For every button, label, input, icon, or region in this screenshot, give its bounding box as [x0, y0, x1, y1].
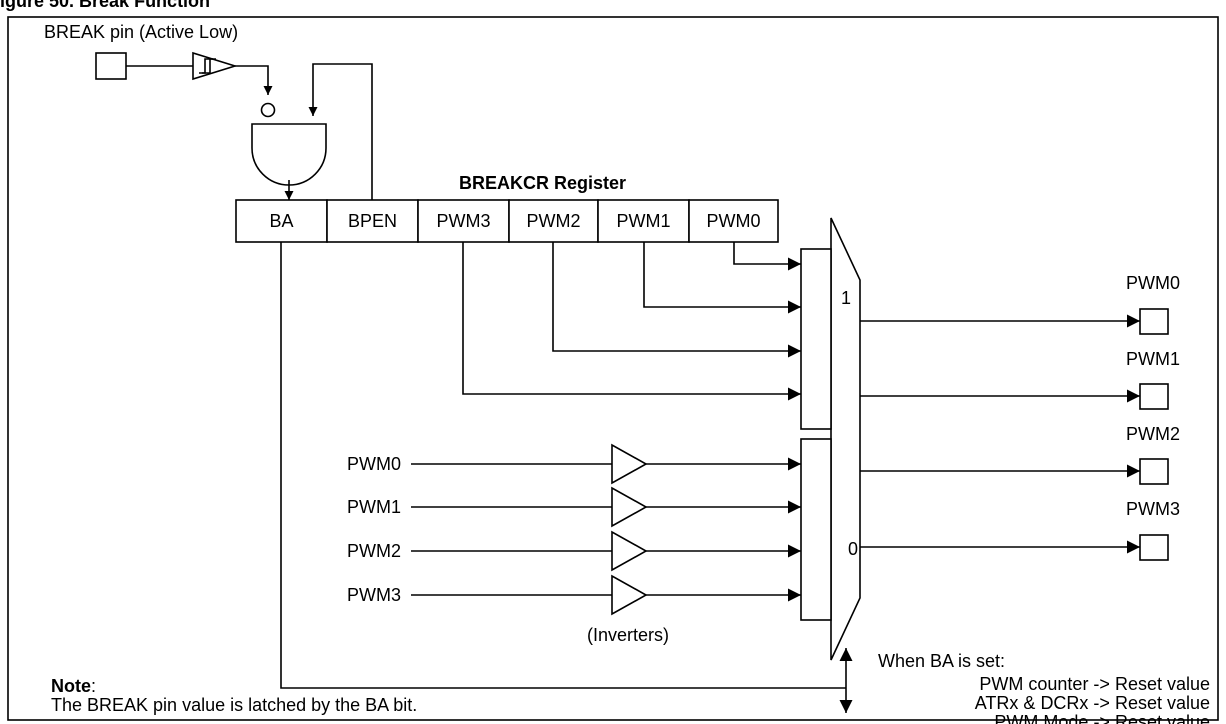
mux-trapezoid [830, 217, 861, 661]
mux-select-1-label: 1 [841, 288, 851, 308]
register-bit-bpen: BPEN [348, 211, 397, 231]
output-pwm0: PWM0 [860, 273, 1180, 335]
mux-input-block-0 [800, 438, 832, 621]
output-pin-box [1139, 308, 1169, 335]
output-pwm0-label: PWM0 [1126, 273, 1180, 293]
output-pwm3-label: PWM3 [1126, 499, 1180, 519]
register-bit-pwm2: PWM2 [527, 211, 581, 231]
note-heading: Note: [51, 676, 96, 696]
reg-pwm3-wire [462, 242, 801, 401]
mux-select-0-label: 0 [848, 539, 858, 559]
input-pwm2-label: PWM2 [347, 541, 401, 561]
bpen-feedback-wire [308, 63, 373, 200]
figure-title: igure 50. Break Function [0, 0, 210, 11]
output-pwm3: PWM3 [860, 499, 1180, 561]
note-colon: : [91, 676, 96, 696]
register-bit-pwm3: PWM3 [437, 211, 491, 231]
inverter-icon [611, 443, 648, 485]
output-pin-box [1139, 383, 1169, 410]
output-pwm1-label: PWM1 [1126, 349, 1180, 369]
input-pwm0-label: PWM0 [347, 454, 401, 474]
inverter-bubble-icon [260, 102, 276, 118]
inverters-label: (Inverters) [587, 625, 669, 645]
schmitt-trigger-icon [192, 51, 238, 81]
register-title: BREAKCR Register [459, 173, 626, 193]
reg-pwm0-wire [733, 242, 801, 271]
ba-note-line-2: ATRx & DCRx -> Reset value [975, 693, 1210, 713]
note-text: The BREAK pin value is latched by the BA… [51, 695, 417, 715]
input-pwm0: PWM0 [347, 443, 801, 485]
output-pin-box [1139, 534, 1169, 561]
input-pwm3: PWM3 [347, 574, 801, 616]
input-pwm1-label: PWM1 [347, 497, 401, 517]
register-bit-pwm3-box [417, 199, 510, 243]
input-pwm1: PWM1 [347, 486, 801, 528]
break-to-gate-wire [235, 65, 273, 95]
mux-input-block-1 [800, 248, 832, 430]
inverter-icon [611, 574, 648, 616]
ba-note-line-1: PWM counter -> Reset value [979, 674, 1210, 694]
figure-frame [7, 16, 1219, 721]
and-gate-icon [251, 123, 327, 186]
output-pwm1: PWM1 [860, 349, 1180, 410]
reg-pwm2-wire [552, 242, 801, 358]
inverter-icon [611, 530, 648, 572]
ba-note-line-3: PWM Mode -> Reset value [994, 712, 1210, 724]
ba-note-heading: When BA is set: [878, 651, 1005, 671]
breakcr-register: BA BPEN PWM3 PWM2 PWM1 PWM0 [235, 199, 779, 243]
register-bit-bpen-box [326, 199, 419, 243]
multiplexer [800, 217, 861, 661]
register-bit-pwm1: PWM1 [617, 211, 671, 231]
register-bit-ba: BA [269, 211, 293, 231]
register-bit-pwm0: PWM0 [707, 211, 761, 231]
inverter-icon [611, 486, 648, 528]
note-label: Note [51, 676, 91, 696]
input-pwm2: PWM2 [347, 530, 801, 572]
output-pwm2: PWM2 [860, 424, 1180, 485]
break-pin-box [95, 52, 127, 80]
output-pin-box [1139, 458, 1169, 485]
input-pwm3-label: PWM3 [347, 585, 401, 605]
ba-select-wire [280, 242, 846, 689]
register-bit-ba-box [235, 199, 328, 243]
reg-pwm1-wire [643, 242, 801, 314]
break-pin-label: BREAK pin (Active Low) [44, 22, 238, 42]
output-pwm2-label: PWM2 [1126, 424, 1180, 444]
